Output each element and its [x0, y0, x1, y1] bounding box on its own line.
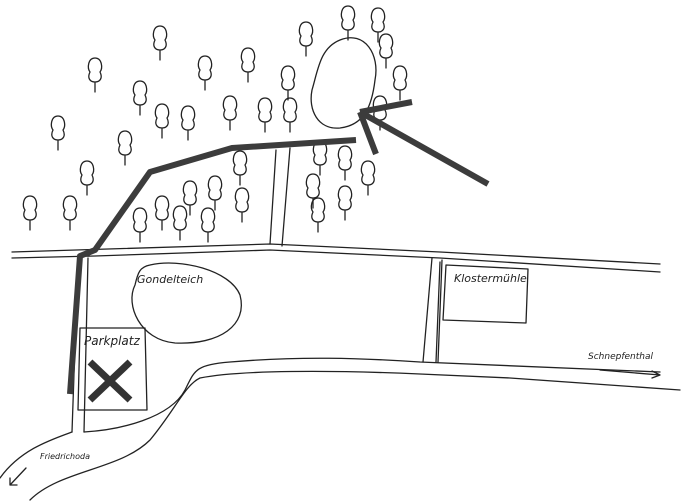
parkplatz-area	[77, 327, 148, 411]
tree-icon	[234, 187, 250, 223]
tree-icon	[360, 160, 376, 196]
main-road-edge	[11, 249, 661, 273]
tree-icon	[222, 95, 238, 131]
tree-icon	[232, 150, 248, 186]
friedrichoda-arrow-icon	[9, 467, 27, 486]
friedrichoda-label: Friedrichoda	[40, 452, 90, 461]
tree-icon	[298, 21, 314, 57]
tree-icon	[79, 160, 95, 196]
parkplatz-label: Parkplatz	[84, 334, 140, 348]
parking-x-mark	[87, 359, 133, 403]
tree-icon	[370, 7, 386, 43]
tree-icon	[117, 130, 133, 166]
klostermuehle-label: Klostermühle	[454, 272, 527, 285]
tree-icon	[282, 97, 298, 133]
tree-icon	[172, 205, 188, 241]
tree-icon	[154, 103, 170, 139]
klostermuehle-building	[442, 264, 529, 324]
curving-road-south	[29, 370, 681, 501]
tree-icon	[310, 197, 326, 233]
tree-icon	[132, 80, 148, 116]
curving-road-north	[0, 357, 661, 479]
tree-icon	[22, 195, 38, 231]
tree-icon	[197, 55, 213, 91]
tree-icon	[182, 180, 198, 216]
tree-icon	[152, 25, 168, 61]
mill-lane	[422, 257, 443, 363]
tree-icon	[257, 97, 273, 133]
route-arrow	[357, 99, 490, 187]
tree-icon	[305, 173, 321, 209]
mill-lane-right	[435, 261, 441, 363]
tree-icon	[240, 47, 256, 83]
tree-icon	[62, 195, 78, 231]
tree-icon	[378, 33, 394, 69]
tree-icon	[87, 57, 103, 93]
forest-lake	[310, 37, 377, 129]
schnepfenthal-label: Schnepfenthal	[588, 352, 653, 362]
tree-icon	[340, 5, 356, 41]
tree-icon	[312, 140, 328, 176]
tree-icon	[154, 195, 170, 231]
tree-icon	[207, 175, 223, 211]
schnepfenthal-arrow-icon	[599, 369, 661, 379]
tree-icon	[337, 185, 353, 221]
tree-icon	[337, 145, 353, 181]
hiking-route	[67, 137, 357, 395]
gondelteich-label: Gondelteich	[137, 273, 204, 286]
tree-icon	[180, 105, 196, 141]
main-road	[11, 243, 661, 265]
forest	[22, 5, 408, 243]
tree-icon	[392, 65, 408, 101]
gondelteich-pond	[131, 262, 242, 344]
tree-icon	[280, 65, 296, 101]
tree-icon	[50, 115, 66, 151]
forest-lane	[269, 147, 291, 247]
tree-icon	[132, 207, 148, 243]
tree-icon	[200, 207, 216, 243]
